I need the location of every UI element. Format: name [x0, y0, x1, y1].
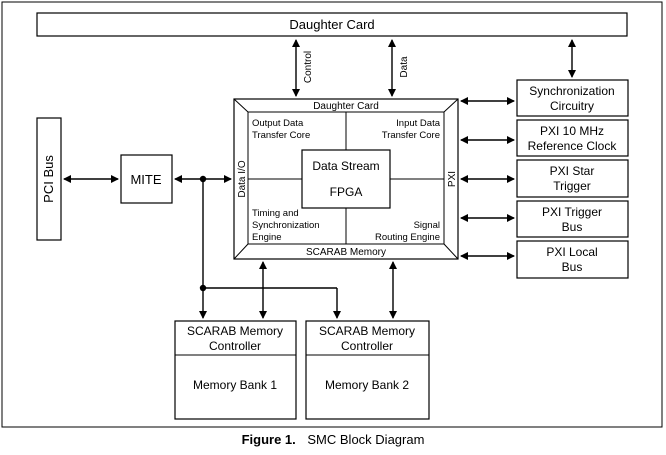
daughter-card-label: Daughter Card	[289, 17, 374, 32]
smc-block-diagram: Daughter Card PCI Bus MITE Data Stream F…	[1, 1, 663, 428]
pxi-star-trigger-block: PXI Star Trigger	[516, 159, 629, 198]
fpga-top-label: Daughter Card	[313, 101, 379, 112]
fpga-bottom-label: SCARAB Memory	[306, 247, 386, 258]
figure-number: Figure 1.	[241, 432, 296, 447]
trigbus-line2: Bus	[562, 220, 583, 234]
quad-bl-line3: Engine	[252, 232, 282, 243]
refclk-line1: PXI 10 MHz	[540, 124, 604, 138]
localbus-line1: PXI Local	[546, 245, 597, 259]
quad-bl-line1: Timing and	[252, 208, 299, 219]
figure-title: SMC Block Diagram	[307, 432, 425, 447]
quad-br-line1: Signal	[414, 220, 440, 231]
star-line1: PXI Star	[550, 164, 595, 178]
mite-label: MITE	[130, 172, 161, 187]
daughter-card-block: Daughter Card	[36, 12, 628, 37]
memory-controller-2: SCARAB Memory Controller Memory Bank 2	[305, 320, 430, 420]
figure-frame	[1, 1, 663, 428]
fpga-left-label: Data I/O	[237, 160, 248, 197]
fpga-core-line1: Data Stream	[312, 159, 379, 173]
mem1-ctrl-line1: SCARAB Memory	[187, 324, 283, 338]
control-label: Control	[303, 51, 314, 83]
trigbus-line1: PXI Trigger	[542, 205, 602, 219]
mem1-bank-label: Memory Bank 1	[193, 378, 277, 392]
sync-line1: Synchronization	[529, 84, 614, 98]
pxi-local-bus-block: PXI Local Bus	[516, 240, 629, 279]
mem2-ctrl-line1: SCARAB Memory	[319, 324, 415, 338]
quad-bl-line2: Synchronization	[252, 220, 320, 231]
star-line2: Trigger	[553, 179, 591, 193]
fpga-block: Data Stream FPGA Daughter Card SCARAB Me…	[233, 98, 459, 260]
connections: Control Data	[63, 39, 576, 319]
pci-bus-label: PCI Bus	[41, 155, 56, 203]
localbus-line2: Bus	[562, 260, 583, 274]
refclk-line2: Reference Clock	[528, 139, 618, 153]
figure-caption: Figure 1. SMC Block Diagram	[0, 432, 666, 447]
quad-tr-line2: Transfer Core	[382, 130, 440, 141]
mem2-bank-label: Memory Bank 2	[325, 378, 409, 392]
pxi-trigger-bus-block: PXI Trigger Bus	[516, 200, 629, 238]
quad-br-line2: Routing Engine	[375, 232, 440, 243]
quad-tl-line2: Transfer Core	[252, 130, 310, 141]
quad-tr-line1: Input Data	[396, 118, 441, 129]
right-boxes: Synchronization Circuitry PXI 10 MHz Ref…	[516, 79, 629, 279]
mem1-ctrl-line2: Controller	[209, 339, 261, 353]
pxi-ref-clock-block: PXI 10 MHz Reference Clock	[516, 119, 629, 157]
memory-controller-1: SCARAB Memory Controller Memory Bank 1	[174, 320, 297, 420]
pci-bus-block: PCI Bus	[36, 117, 62, 241]
sync-circuitry-block: Synchronization Circuitry	[516, 79, 629, 117]
mite-block: MITE	[120, 154, 173, 204]
sync-line2: Circuitry	[550, 99, 594, 113]
fpga-right-label: PXI	[447, 171, 458, 187]
mem2-ctrl-line2: Controller	[341, 339, 393, 353]
data-label: Data	[399, 56, 410, 78]
quad-tl-line1: Output Data	[252, 118, 304, 129]
fpga-core-line2: FPGA	[330, 185, 363, 199]
